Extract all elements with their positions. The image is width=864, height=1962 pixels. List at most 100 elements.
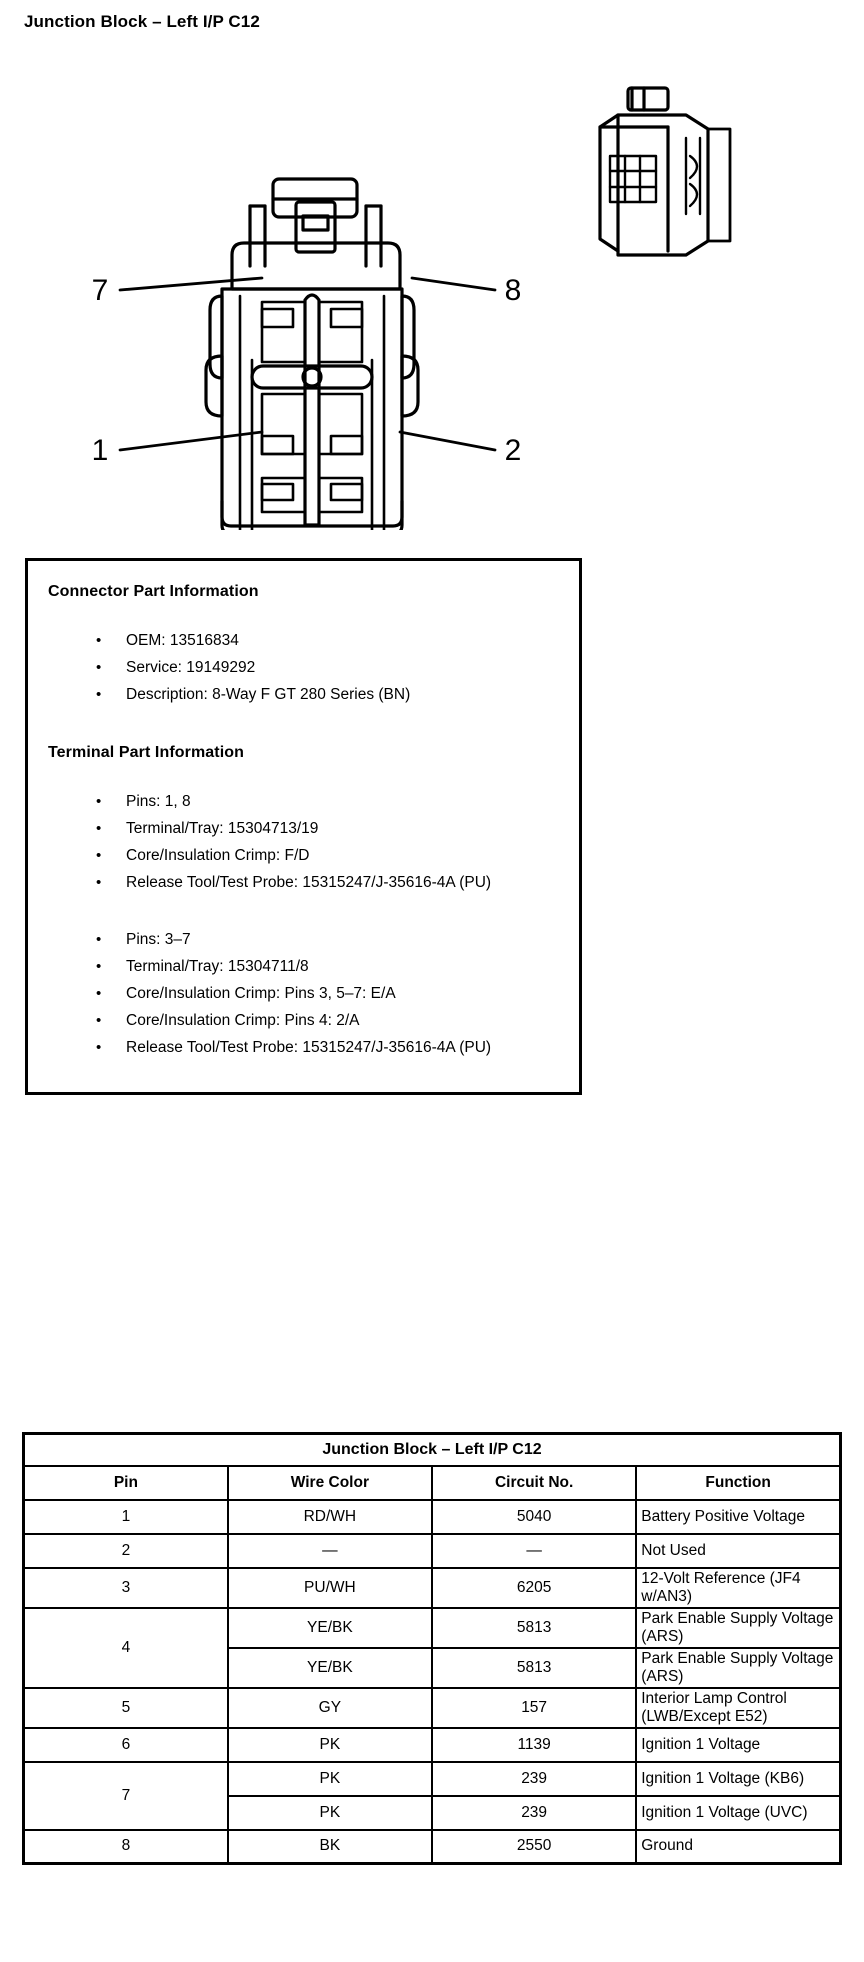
cell-wire-color: YE/BK (226, 1606, 434, 1649)
list-item: • Release Tool/Test Probe: 15315247/J-35… (48, 869, 559, 896)
cell-wire-color: BK (226, 1828, 434, 1865)
list-item: • Service: 19149292 (48, 654, 559, 681)
bullet-icon: • (96, 985, 102, 1002)
list-item: • Description: 8-Way F GT 280 Series (BN… (48, 681, 559, 708)
table-row: PK 239 Ignition 1 Voltage (UVC) (24, 1794, 842, 1831)
cell-wire-color: PK (226, 1760, 434, 1797)
cell-pin: 3 (22, 1566, 229, 1609)
list-item-label: OEM: 13516834 (126, 632, 239, 649)
table-title-row: Junction Block – Left I/P C12 (22, 1432, 842, 1467)
list-item-label: Terminal/Tray: 15304711/8 (126, 958, 309, 975)
cell-wire-color: — (226, 1532, 434, 1569)
bullet-icon: • (96, 847, 102, 864)
connector-bottom-skirt (220, 499, 404, 528)
terminal-part-list-group-2: • Pins: 3–7 • Terminal/Tray: 15304711/8 … (48, 926, 559, 1061)
cell-function: Not Used (635, 1532, 842, 1569)
list-item-label: Terminal/Tray: 15304713/19 (126, 820, 319, 837)
connector-inset-side-view (598, 86, 732, 257)
callout-label-7: 7 (92, 274, 109, 307)
cell-function: Park Enable Supply Voltage (ARS) (635, 1646, 842, 1689)
bullet-icon: • (96, 1039, 102, 1056)
bullet-icon: • (96, 931, 102, 948)
list-item: • Release Tool/Test Probe: 15315247/J-35… (48, 1034, 559, 1061)
callout-label-1: 1 (92, 434, 109, 467)
bullet-icon: • (96, 958, 102, 975)
pinout-table-title: Junction Block – Left I/P C12 (22, 1432, 842, 1467)
cell-circuit-no: 1139 (430, 1726, 638, 1763)
table-header-row: Pin Wire Color Circuit No. Function (22, 1464, 842, 1501)
cell-circuit-no: 2550 (430, 1828, 638, 1865)
connector-body-outline (204, 287, 420, 530)
list-item-label: Pins: 1, 8 (126, 793, 191, 810)
callout-leader-lines (118, 276, 497, 452)
cell-circuit-no: 157 (430, 1686, 638, 1729)
cell-function: Ground (635, 1828, 842, 1865)
list-item-label: Pins: 3–7 (126, 931, 191, 948)
cell-wire-color: RD/WH (226, 1498, 434, 1535)
page-title: Junction Block – Left I/P C12 (24, 12, 260, 31)
connector-top-rails (248, 204, 383, 268)
bullet-icon: • (96, 686, 102, 703)
connector-lock-bar (250, 364, 374, 390)
list-item: • Core/Insulation Crimp: F/D (48, 842, 559, 869)
connector-latch-tab (271, 177, 359, 254)
table-row: 3 PU/WH 6205 12-Volt Reference (JF4 w/AN… (22, 1566, 842, 1609)
pin-cavity-row-middle (260, 392, 364, 456)
list-item: • OEM: 13516834 (48, 627, 559, 654)
cell-pin: 5 (22, 1686, 229, 1729)
table-row: 8 BK 2550 Ground (22, 1828, 842, 1865)
part-information-box: Connector Part Information • OEM: 135168… (25, 558, 582, 1095)
bullet-icon: • (96, 793, 102, 810)
table-row: 2 — — Not Used (22, 1532, 842, 1569)
pinout-table-head: Junction Block – Left I/P C12 Pin Wire C… (22, 1432, 842, 1501)
bullet-icon: • (96, 1012, 102, 1029)
bullet-icon: • (96, 874, 102, 891)
connector-diagram-svg: 7 8 1 2 (92, 86, 732, 530)
cell-wire-color: GY (226, 1686, 434, 1729)
cell-pin: 2 (22, 1532, 229, 1569)
connector-part-list: • OEM: 13516834 • Service: 19149292 • De… (48, 627, 559, 708)
column-header-function: Function (635, 1464, 842, 1501)
table-row: YE/BK 5813 Park Enable Supply Voltage (A… (24, 1646, 842, 1689)
cell-wire-color: PU/WH (226, 1566, 434, 1609)
cell-function: Park Enable Supply Voltage (ARS) (635, 1606, 842, 1649)
callout-label-2: 2 (505, 434, 522, 467)
pin-cavity-row-upper (260, 300, 364, 364)
cell-function: Ignition 1 Voltage (KB6) (635, 1760, 842, 1797)
cell-function: 12-Volt Reference (JF4 w/AN3) (635, 1566, 842, 1609)
column-header-pin: Pin (22, 1464, 229, 1501)
list-item-label: Service: 19149292 (126, 659, 256, 676)
bullet-icon: • (96, 820, 102, 837)
list-item-label: Release Tool/Test Probe: 15315247/J-3561… (126, 1039, 492, 1056)
table-row: 1 RD/WH 5040 Battery Positive Voltage (22, 1498, 842, 1535)
column-header-circuit-no: Circuit No. (430, 1464, 638, 1501)
pinout-table: Junction Block – Left I/P C12 Pin Wire C… (22, 1432, 842, 1865)
callout-label-8: 8 (505, 274, 522, 307)
cell-function: Battery Positive Voltage (635, 1498, 842, 1535)
pinout-table-body: 1 RD/WH 5040 Battery Positive Voltage 2 … (22, 1498, 842, 1865)
connector-part-information-heading: Connector Part Information (48, 583, 259, 600)
cell-function: Interior Lamp Control (LWB/Except E52) (635, 1686, 842, 1729)
table-row: 4 YE/BK 5813 Park Enable Supply Voltage … (22, 1606, 842, 1689)
cell-circuit-no: 5813 (430, 1606, 638, 1649)
terminal-part-list-group-1: • Pins: 1, 8 • Terminal/Tray: 15304713/1… (48, 788, 559, 896)
cell-pin: 4 (22, 1606, 229, 1689)
connector-upper-housing (230, 241, 402, 291)
bullet-icon: • (96, 632, 102, 649)
bullet-icon: • (96, 659, 102, 676)
list-item-label: Core/Insulation Crimp: F/D (126, 847, 310, 864)
connector-center-post (303, 293, 321, 527)
cell-pin: 7 (22, 1760, 229, 1831)
list-item: • Core/Insulation Crimp: Pins 4: 2/A (48, 1007, 559, 1034)
cell-pin: 6 (22, 1726, 229, 1763)
list-item-label: Release Tool/Test Probe: 15315247/J-3561… (126, 874, 492, 891)
list-item: • Pins: 1, 8 (48, 788, 559, 815)
cell-pin: 8 (22, 1828, 229, 1865)
list-item: • Terminal/Tray: 15304711/8 (48, 953, 559, 980)
cell-circuit-no: 6205 (430, 1566, 638, 1609)
list-item: • Terminal/Tray: 15304713/19 (48, 815, 559, 842)
cell-circuit-no: 239 (430, 1794, 638, 1831)
cell-wire-color: YE/BK (226, 1646, 434, 1689)
terminal-part-information-heading: Terminal Part Information (48, 744, 245, 761)
connector-illustration: 7 8 1 2 (0, 60, 864, 530)
